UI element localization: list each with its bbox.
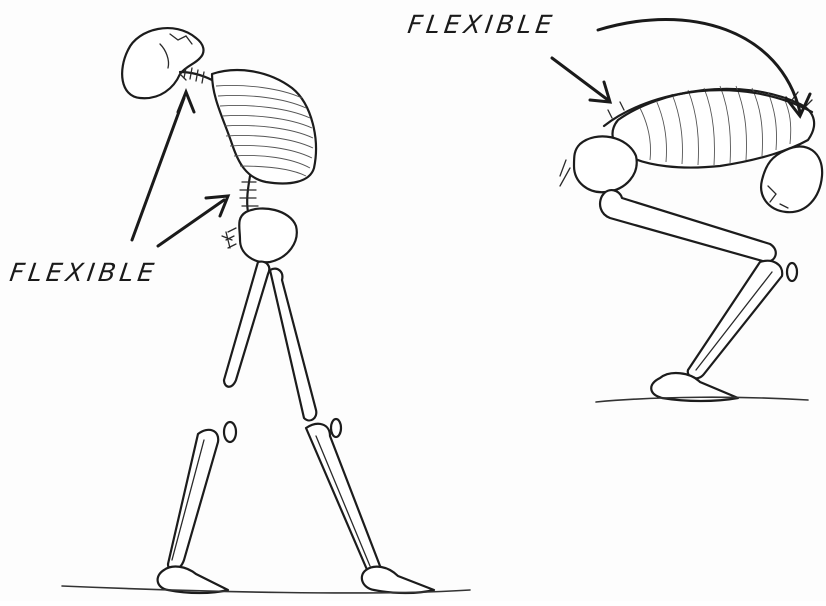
skull [122,28,203,98]
left-flexible-label: FLEXIBLE [8,258,160,287]
pelvis [226,208,297,262]
lumbar-spine [240,176,258,212]
femur-bent [600,190,776,262]
pelvis-bent [560,136,637,192]
kneecap-bent [787,263,797,281]
bending-skeleton [560,86,822,402]
rib-cage [212,70,316,183]
left-arrows [132,92,228,246]
right-flexible-label: FLEXIBLE [406,10,558,39]
standing-skeleton [62,28,470,593]
legs [158,262,434,593]
